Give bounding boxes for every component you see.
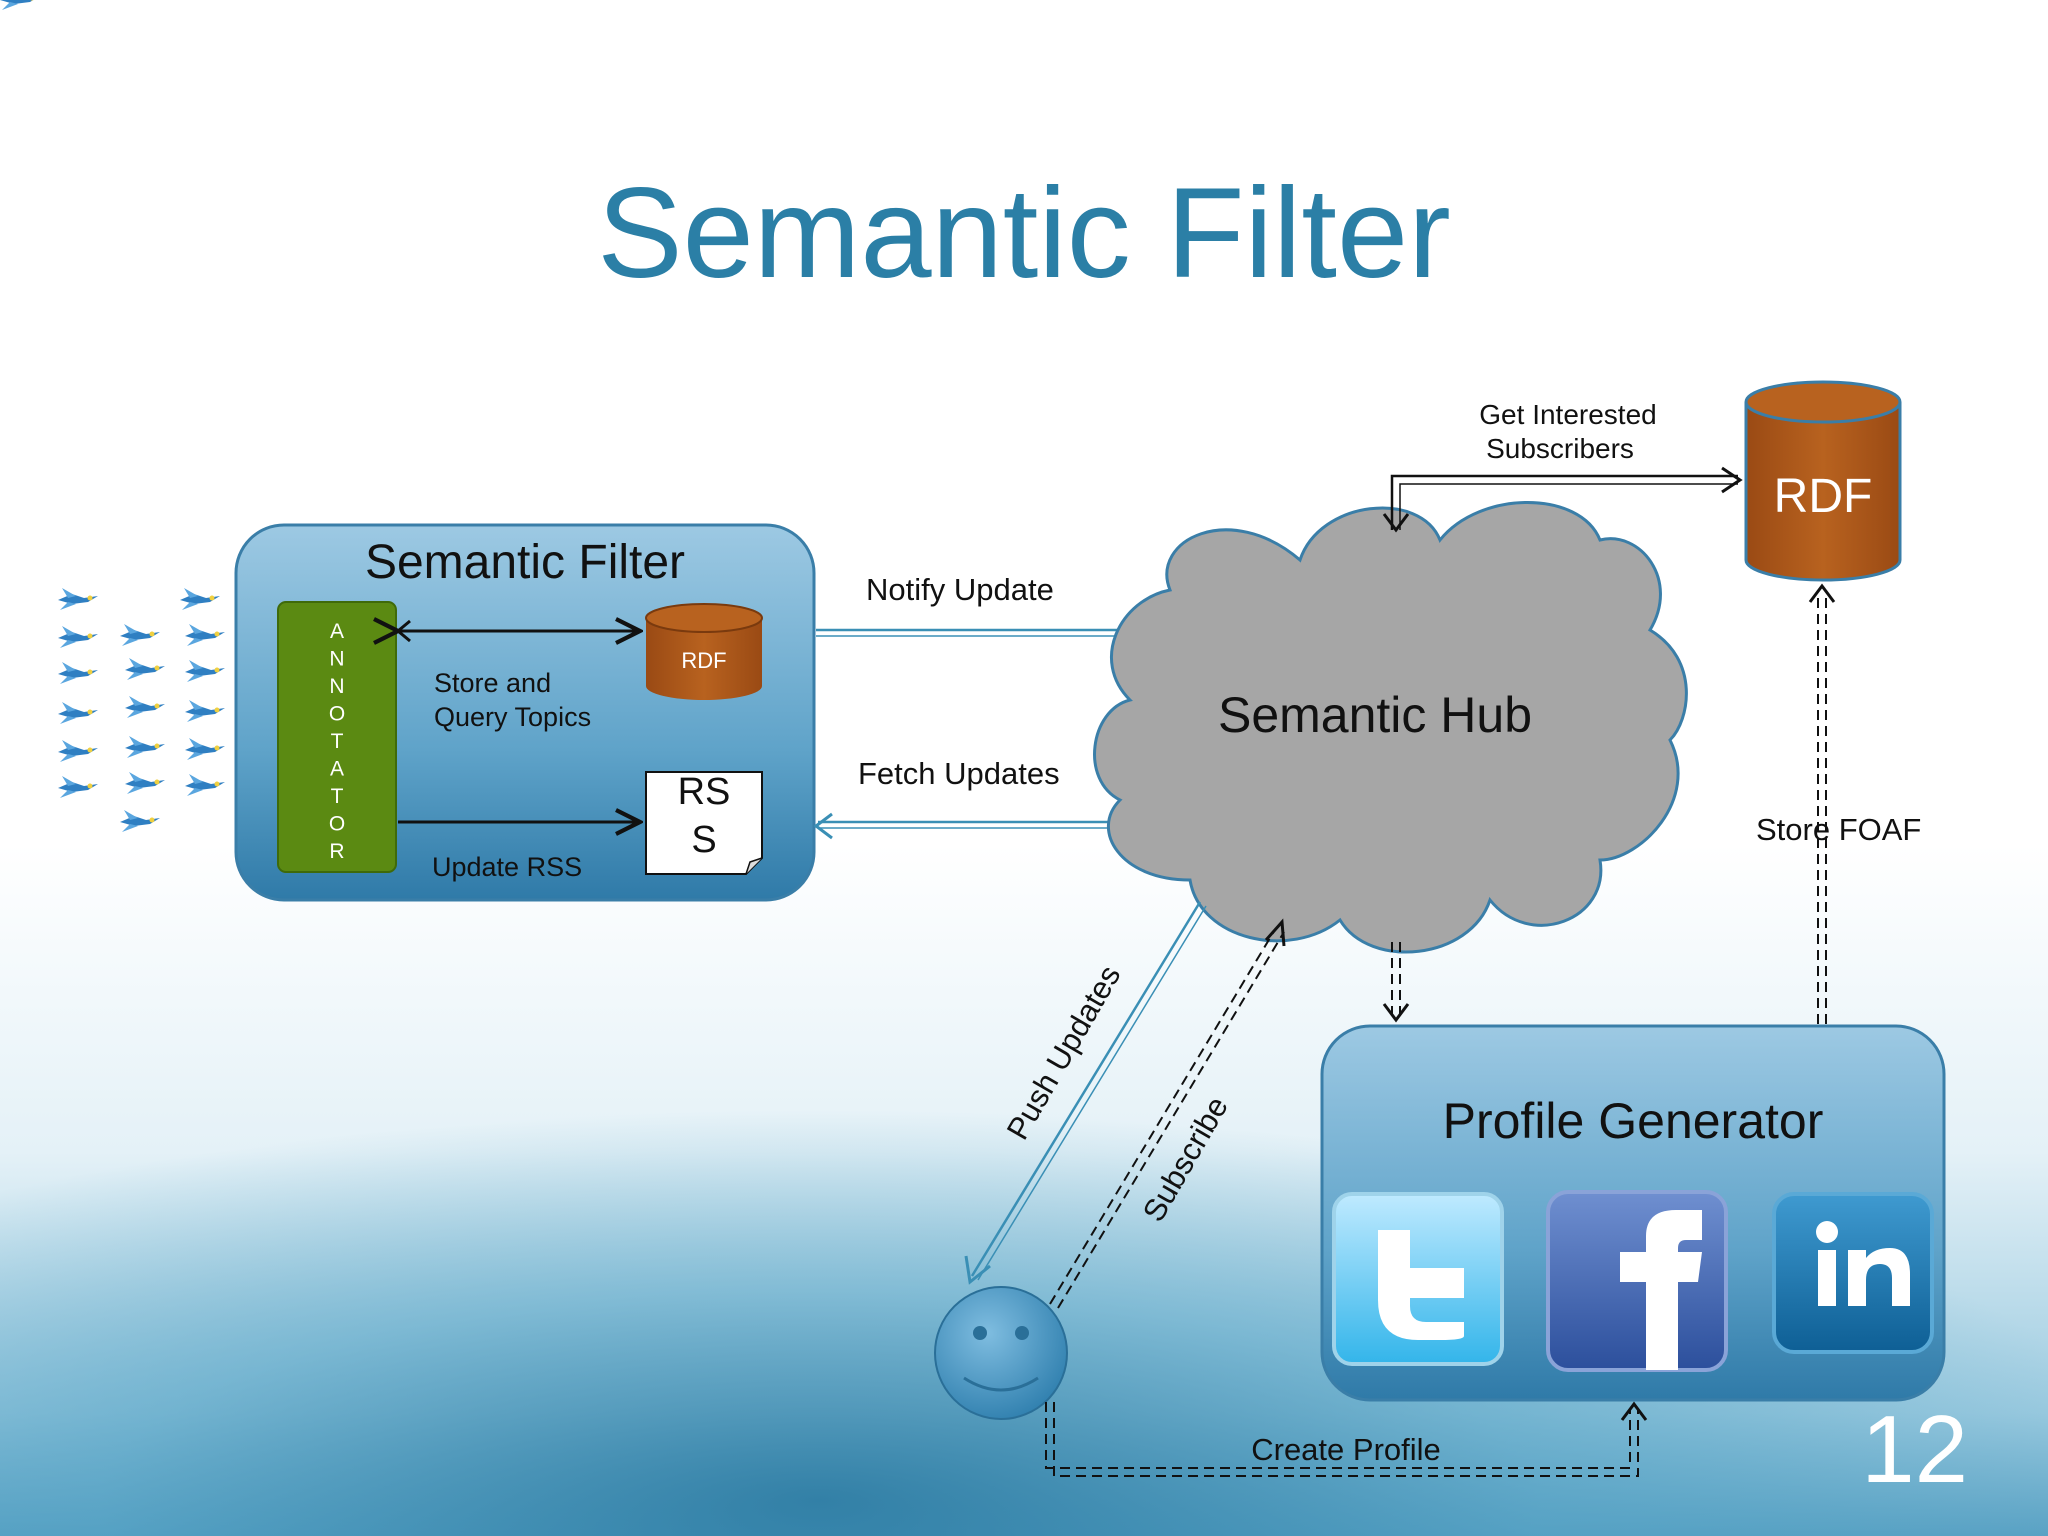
rdf-store-cylinder: RDF xyxy=(1744,380,1902,582)
rss-document: RS S xyxy=(645,771,763,875)
store-foaf-edge: Store FOAF xyxy=(1756,583,1921,1024)
annotator-letter: O xyxy=(329,813,345,836)
annotator-block xyxy=(277,601,397,873)
annotator-letter: T xyxy=(331,730,344,753)
notify-update-edge: Notify Update xyxy=(816,572,1163,646)
annotator-letter: T xyxy=(331,785,344,808)
facebook-icon xyxy=(1546,1190,1728,1372)
twitter-icon xyxy=(1332,1192,1504,1366)
get-subscribers-edge: Get Interested Subscribers xyxy=(1382,399,1743,533)
semantic-hub-label: Semantic Hub xyxy=(1218,687,1532,743)
subscribe-label: Subscribe xyxy=(1136,1091,1235,1228)
annotator-letter: N xyxy=(329,675,344,698)
rdf-store-label: RDF xyxy=(1774,470,1873,523)
rss-label-line2: S xyxy=(691,819,716,861)
annotator-letter: R xyxy=(329,840,344,863)
filter-box-title: Semantic Filter xyxy=(365,536,685,589)
store-query-label-1: Store and xyxy=(434,668,551,698)
notify-update-label: Notify Update xyxy=(866,572,1054,607)
get-subscribers-label-1: Get Interested xyxy=(1479,399,1656,430)
annotator-letter: A xyxy=(330,620,344,643)
update-rss-label: Update RSS xyxy=(432,852,582,882)
create-profile-label: Create Profile xyxy=(1251,1432,1441,1467)
fetch-updates-label: Fetch Updates xyxy=(858,756,1060,791)
semantic-hub-cloud: Semantic Hub xyxy=(1093,501,1688,954)
slide-title: Semantic Filter xyxy=(597,162,1451,305)
linkedin-icon xyxy=(1772,1192,1934,1354)
filter-rdf-cylinder: RDF xyxy=(645,603,763,700)
store-query-label-2: Query Topics xyxy=(434,702,591,732)
store-foaf-label: Store FOAF xyxy=(1756,812,1921,847)
get-subscribers-label-2: Subscribers xyxy=(1486,433,1634,464)
rss-label-line1: RS xyxy=(678,771,731,813)
profile-generator-box: Profile Generator xyxy=(1320,1024,1946,1402)
annotator-letter: O xyxy=(329,703,345,726)
create-profile-edge: Create Profile xyxy=(1045,1401,1648,1477)
page-number: 12 xyxy=(1861,1396,1968,1503)
annotator-letter: A xyxy=(330,758,344,781)
bird-flock xyxy=(0,0,225,832)
user-smiley-icon xyxy=(934,1286,1068,1420)
filter-rdf-label: RDF xyxy=(681,648,726,673)
hub-to-profile-edge xyxy=(1382,942,1410,1023)
fetch-updates-edge: Fetch Updates xyxy=(813,756,1110,840)
profile-generator-title: Profile Generator xyxy=(1443,1093,1824,1149)
push-updates-edge: Push Updates xyxy=(964,901,1207,1285)
annotator-letter: N xyxy=(329,648,344,671)
